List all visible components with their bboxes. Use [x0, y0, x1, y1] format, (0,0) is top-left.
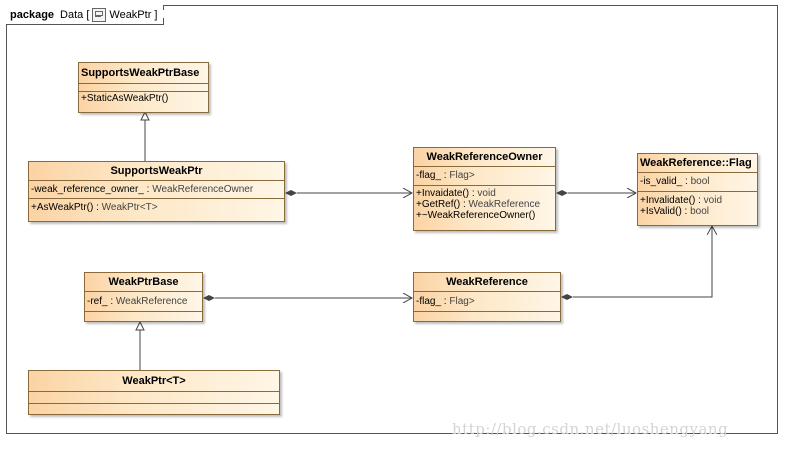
- class-name: SupportsWeakPtr: [29, 162, 284, 181]
- class-weak-ptr-base[interactable]: WeakPtrBase -ref_ : WeakReference: [84, 272, 203, 322]
- operation-return-type: WeakPtr<T>: [101, 202, 158, 213]
- operation-row: +StaticAsWeakPtr(): [81, 93, 206, 104]
- attribute-row: -flag_ : Flag>: [416, 170, 553, 181]
- operation-signature: +Invaidate() :: [416, 188, 478, 199]
- operation-compartment: [414, 312, 560, 314]
- attribute-type: Flag>: [449, 170, 475, 181]
- operation-compartment: +Invaidate() : void +GetRef() : WeakRefe…: [414, 186, 555, 222]
- operation-compartment: +Invalidate() : void +IsValid() : bool: [638, 192, 757, 218]
- class-name: WeakPtr<T>: [29, 371, 279, 392]
- attribute-compartment: [29, 392, 279, 404]
- operation-row: +GetRef() : WeakReference: [416, 199, 553, 210]
- operation-row: +AsWeakPtr() : WeakPtr<T>: [31, 202, 282, 213]
- operation-compartment: +StaticAsWeakPtr(): [79, 92, 208, 105]
- class-weak-reference-owner[interactable]: WeakReferenceOwner -flag_ : Flag> +Invai…: [413, 147, 556, 231]
- operation-signature: +IsValid() :: [640, 206, 691, 217]
- attribute-type: WeakReference: [115, 296, 188, 307]
- tab-corner-notch: [161, 10, 170, 18]
- attribute-name: -flag_ :: [416, 296, 450, 307]
- attribute-type: WeakReferenceOwner: [152, 184, 254, 195]
- attribute-row: -is_valid_ : bool: [640, 176, 755, 187]
- attribute-row: -weak_reference_owner_ : WeakReferenceOw…: [31, 184, 282, 195]
- class-weak-reference[interactable]: WeakReference -flag_ : Flag>: [413, 272, 561, 322]
- operation-return-type: WeakReference: [468, 199, 541, 210]
- attribute-compartment: -is_valid_ : bool: [638, 173, 757, 192]
- attribute-name: -is_valid_ :: [640, 176, 691, 187]
- operation-return-type: bool: [690, 206, 710, 217]
- class-weak-reference-flag[interactable]: WeakReference::Flag -is_valid_ : bool +I…: [637, 153, 758, 226]
- class-name: WeakReference: [414, 273, 560, 292]
- generalization-triangle: [135, 320, 145, 331]
- operation-compartment: [29, 404, 279, 406]
- class-name: WeakReferenceOwner: [414, 148, 555, 167]
- attribute-compartment: -weak_reference_owner_ : WeakReferenceOw…: [29, 181, 284, 199]
- composition-diamond: [203, 295, 215, 301]
- composition-diamond: [561, 294, 573, 300]
- attribute-name: -flag_ :: [416, 170, 450, 181]
- attribute-compartment: -flag_ : Flag>: [414, 167, 555, 186]
- composition-diamond: [556, 190, 568, 196]
- watermark: http://blog.csdn.net/luoshengyang: [452, 420, 729, 438]
- operation-signature: +AsWeakPtr() :: [31, 202, 102, 213]
- class-weak-ptr[interactable]: WeakPtr<T>: [28, 370, 280, 415]
- composition-edge: [573, 226, 712, 298]
- attribute-row: -ref_ : WeakReference: [87, 296, 200, 307]
- attribute-type: Flag>: [449, 296, 475, 307]
- attribute-row: -flag_ : Flag>: [416, 296, 558, 307]
- operation-signature: +~WeakReferenceOwner(): [416, 210, 536, 221]
- attribute-compartment: -ref_ : WeakReference: [85, 292, 202, 312]
- operation-compartment: +AsWeakPtr() : WeakPtr<T>: [29, 199, 284, 214]
- package-diagram-icon: [92, 7, 107, 22]
- operation-row: +Invaidate() : void: [416, 188, 553, 199]
- class-supports-weak-ptr[interactable]: SupportsWeakPtr -weak_reference_owner_ :…: [28, 161, 285, 222]
- class-supports-weak-ptr-base[interactable]: SupportsWeakPtrBase +StaticAsWeakPtr(): [78, 62, 209, 113]
- operation-signature: +StaticAsWeakPtr(): [81, 93, 169, 104]
- attribute-compartment: -flag_ : Flag>: [414, 292, 560, 312]
- generalization-triangle: [140, 110, 150, 121]
- class-name: WeakPtrBase: [85, 273, 202, 292]
- operation-row: +~WeakReferenceOwner(): [416, 210, 553, 221]
- composition-diamond: [285, 190, 297, 196]
- package-keyword: package: [10, 8, 55, 21]
- package-frame: [6, 5, 778, 434]
- attribute-name: -weak_reference_owner_ :: [31, 184, 153, 195]
- operation-compartment: [85, 312, 202, 314]
- package-name: WeakPtr ]: [109, 8, 158, 21]
- operation-row: +Invalidate() : void: [640, 195, 755, 206]
- package-tab[interactable]: package Data [ WeakPtr ]: [6, 5, 170, 25]
- attribute-name: -ref_ :: [87, 296, 116, 307]
- attribute-type: bool: [690, 176, 710, 187]
- operation-signature: +Invalidate() :: [640, 195, 704, 206]
- class-name: SupportsWeakPtrBase: [79, 63, 208, 84]
- package-name-prefix: Data [: [60, 8, 90, 21]
- operation-return-type: void: [703, 195, 723, 206]
- operation-row: +IsValid() : bool: [640, 206, 755, 217]
- operation-signature: +GetRef() :: [416, 199, 469, 210]
- attribute-compartment: [79, 84, 208, 92]
- class-name: WeakReference::Flag: [638, 154, 757, 173]
- operation-return-type: void: [477, 188, 496, 199]
